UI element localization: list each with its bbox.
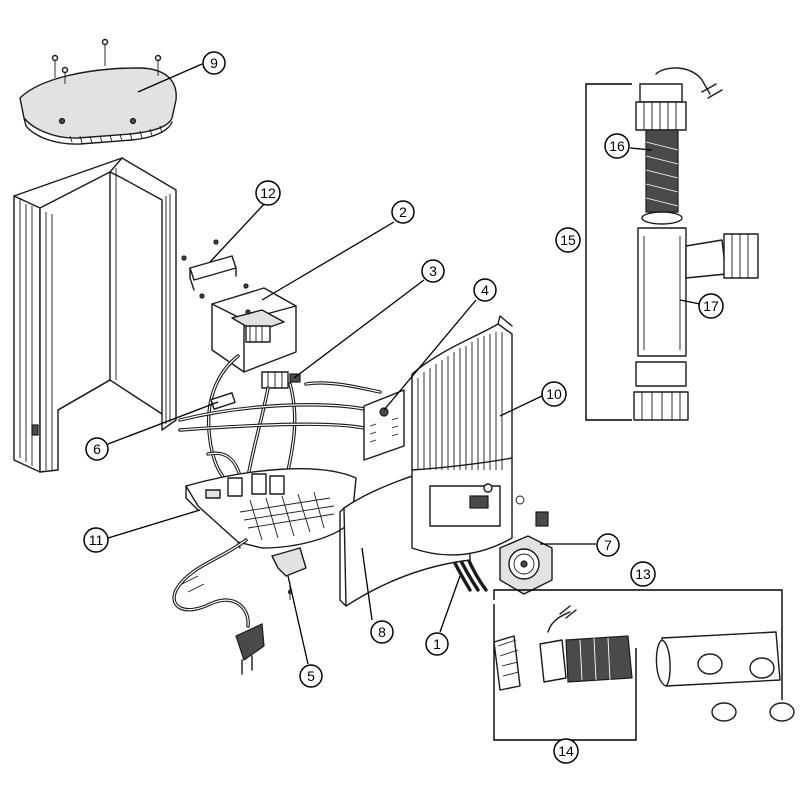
callout-17: 17 <box>698 293 724 319</box>
svg-text:10: 10 <box>546 386 562 402</box>
svg-text:6: 6 <box>93 441 101 457</box>
svg-text:13: 13 <box>635 566 651 582</box>
callout-13: 13 <box>630 561 656 587</box>
svg-text:15: 15 <box>560 232 576 248</box>
leader-lines <box>107 63 701 665</box>
svg-text:2: 2 <box>399 204 407 220</box>
callout-4: 4 <box>473 278 497 302</box>
svg-text:16: 16 <box>609 138 625 154</box>
part-10-control-housing <box>411 315 513 556</box>
callout-9: 9 <box>202 51 226 75</box>
part-11-base-tray <box>185 468 357 549</box>
callout-3: 3 <box>421 259 445 283</box>
part-13-14-cell-assembly <box>493 589 795 741</box>
callout-1: 1 <box>425 632 449 656</box>
part-12-bracket <box>181 239 249 291</box>
svg-text:5: 5 <box>307 668 315 684</box>
svg-text:8: 8 <box>378 624 386 640</box>
callout-5: 5 <box>299 664 323 688</box>
part-5-clip <box>271 547 307 600</box>
svg-text:4: 4 <box>481 282 489 298</box>
callout-15: 15 <box>555 227 581 253</box>
heat-sink-housing <box>13 157 177 473</box>
part-4-control-board <box>363 389 405 461</box>
part-7-timer <box>499 495 553 595</box>
callout-11: 11 <box>83 527 109 553</box>
callout-8: 8 <box>370 620 394 644</box>
svg-text:1: 1 <box>433 636 441 652</box>
part-15-16-17-vertical-cell <box>585 67 759 421</box>
part-2-power-module <box>199 287 297 373</box>
svg-text:11: 11 <box>89 532 104 548</box>
power-cord-with-plug <box>172 538 265 675</box>
callout-14: 14 <box>553 738 579 764</box>
part-3-terminal-block <box>261 371 301 389</box>
svg-text:9: 9 <box>210 55 218 71</box>
part-9-top-cover <box>19 38 177 145</box>
svg-text:12: 12 <box>260 185 276 201</box>
svg-text:7: 7 <box>604 537 612 553</box>
callout-7: 7 <box>596 533 620 557</box>
callout-12: 12 <box>255 180 281 206</box>
callout-16: 16 <box>604 133 630 159</box>
callout-10: 10 <box>541 381 567 407</box>
svg-text:17: 17 <box>703 298 719 314</box>
callout-6: 6 <box>85 437 109 461</box>
callout-2: 2 <box>391 200 415 224</box>
svg-text:3: 3 <box>429 263 437 279</box>
svg-text:14: 14 <box>558 743 574 759</box>
